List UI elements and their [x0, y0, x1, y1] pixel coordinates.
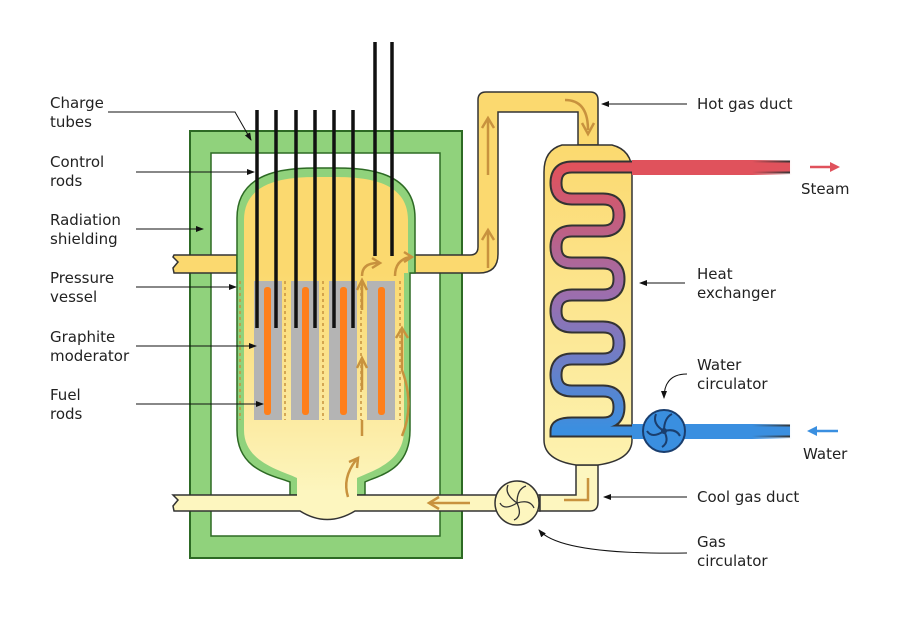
- label-control-rods: Control rods: [50, 153, 105, 190]
- charge-tubes: [373, 42, 394, 256]
- label-charge-tubes: Charge tubes: [50, 94, 104, 131]
- water-arrow-icon: [807, 426, 838, 436]
- steam-arrow-icon: [810, 162, 840, 172]
- control-rods: [255, 110, 355, 328]
- coolant-channels: [239, 281, 401, 420]
- label-fuel-rods: Fuel rods: [50, 386, 83, 423]
- label-heat-exchanger: Heat exchanger: [697, 265, 776, 302]
- fuel-rods: [264, 287, 385, 415]
- label-pressure-vessel: Pressure vessel: [50, 269, 115, 306]
- hot-gas-duct: [172, 91, 599, 274]
- water-circulator: [642, 409, 686, 453]
- label-hot-gas-duct: Hot gas duct: [697, 95, 793, 113]
- gas-circulator: [494, 480, 540, 526]
- flow-arrows: [345, 98, 596, 511]
- label-water-circulator: Water circulator: [697, 356, 768, 393]
- leader-lines: [108, 101, 688, 554]
- label-radiation-shielding: Radiation shielding: [50, 211, 121, 248]
- heat-exchanger-coil: [549, 160, 792, 439]
- label-cool-gas-duct: Cool gas duct: [697, 488, 800, 506]
- label-steam: Steam: [801, 180, 850, 198]
- label-water: Water: [803, 445, 848, 463]
- label-graphite-moderator: Graphite moderator: [50, 328, 130, 365]
- label-gas-circulator: Gas circulator: [697, 533, 768, 570]
